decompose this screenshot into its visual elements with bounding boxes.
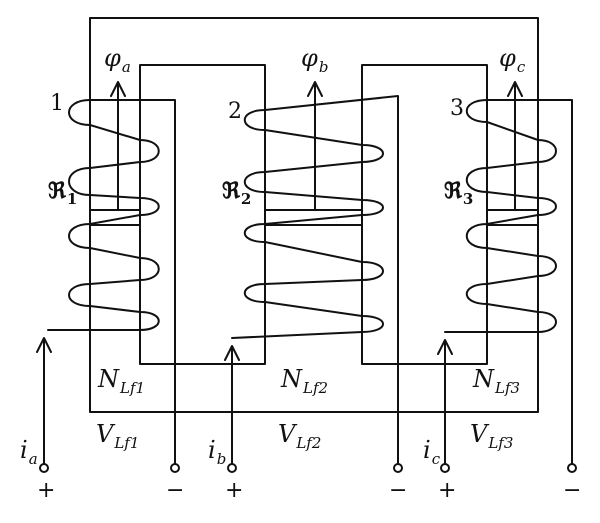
winding-number-3: 3	[450, 96, 464, 121]
reluctance-label-1: ℜ1	[48, 178, 77, 208]
current-arrow-b	[224, 345, 240, 466]
air-gap-2	[264, 209, 363, 226]
current-label-c: ic	[423, 436, 441, 468]
minus-sign-c: −	[563, 478, 581, 503]
plus-sign-a: +	[37, 478, 55, 503]
coil-label-3: NLf3	[472, 365, 520, 397]
air-gap-3	[486, 209, 539, 226]
plus-sign-b: +	[225, 478, 243, 503]
minus-sign-a: −	[166, 478, 184, 503]
core-window-1	[139, 64, 266, 365]
air-gap-1	[89, 209, 141, 226]
flux-arrow-a	[110, 81, 126, 211]
winding-number-1: 1	[50, 91, 64, 116]
minus-sign-b: −	[389, 478, 407, 503]
flux-arrow-b	[307, 81, 323, 211]
flux-arrow-c	[507, 81, 523, 211]
terminal-b-plus	[227, 463, 237, 473]
current-label-b: ib	[208, 436, 226, 468]
terminal-b-minus	[393, 463, 403, 473]
coil-label-1: NLf1	[97, 365, 145, 397]
voltage-label-2: VLf2	[278, 420, 321, 452]
voltage-label-3: VLf3	[470, 420, 513, 452]
current-arrow-c	[437, 339, 453, 466]
terminal-a-plus	[39, 463, 49, 473]
current-label-a: ia	[20, 436, 38, 468]
terminal-c-plus	[440, 463, 450, 473]
coil-3	[444, 99, 573, 466]
reluctance-label-2: ℜ2	[222, 178, 251, 208]
current-arrow-a	[36, 337, 52, 466]
core-window-2	[361, 64, 488, 365]
reluctance-label-3: ℜ3	[444, 178, 473, 208]
coil-2	[231, 95, 399, 466]
flux-label-a: φa	[104, 44, 131, 76]
voltage-label-1: VLf1	[96, 420, 139, 452]
plus-sign-c: +	[438, 478, 456, 503]
flux-label-c: φc	[499, 44, 526, 76]
coil-1	[47, 99, 176, 466]
terminal-c-minus	[567, 463, 577, 473]
core-outer-frame	[89, 17, 539, 413]
winding-number-2: 2	[228, 99, 242, 124]
terminal-a-minus	[170, 463, 180, 473]
coil-label-2: NLf2	[280, 365, 328, 397]
flux-label-b: φb	[301, 44, 328, 76]
